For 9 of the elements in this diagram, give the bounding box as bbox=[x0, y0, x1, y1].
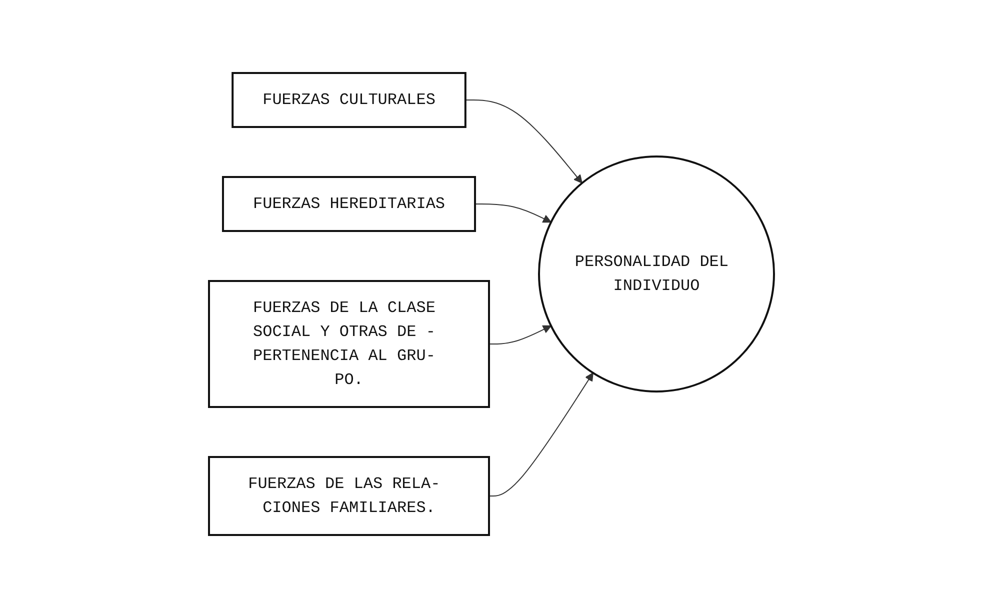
node-box: FUERZAS CULTURALES bbox=[231, 72, 466, 128]
node-circle: PERSONALIDAD DEL INDIVIDUO bbox=[538, 155, 774, 392]
node-box: FUERZAS DE LA CLASE SOCIAL Y OTRAS DE - PERTENENCIA AL GRU- PO. bbox=[208, 280, 490, 408]
arrow bbox=[488, 372, 593, 496]
node-box: FUERZAS HEREDITARIAS bbox=[221, 176, 476, 232]
arrow bbox=[488, 324, 551, 344]
node-box: FUERZAS DE LAS RELA- CIONES FAMILIARES. bbox=[208, 456, 490, 536]
arrow bbox=[474, 203, 551, 222]
arrow bbox=[464, 99, 582, 183]
